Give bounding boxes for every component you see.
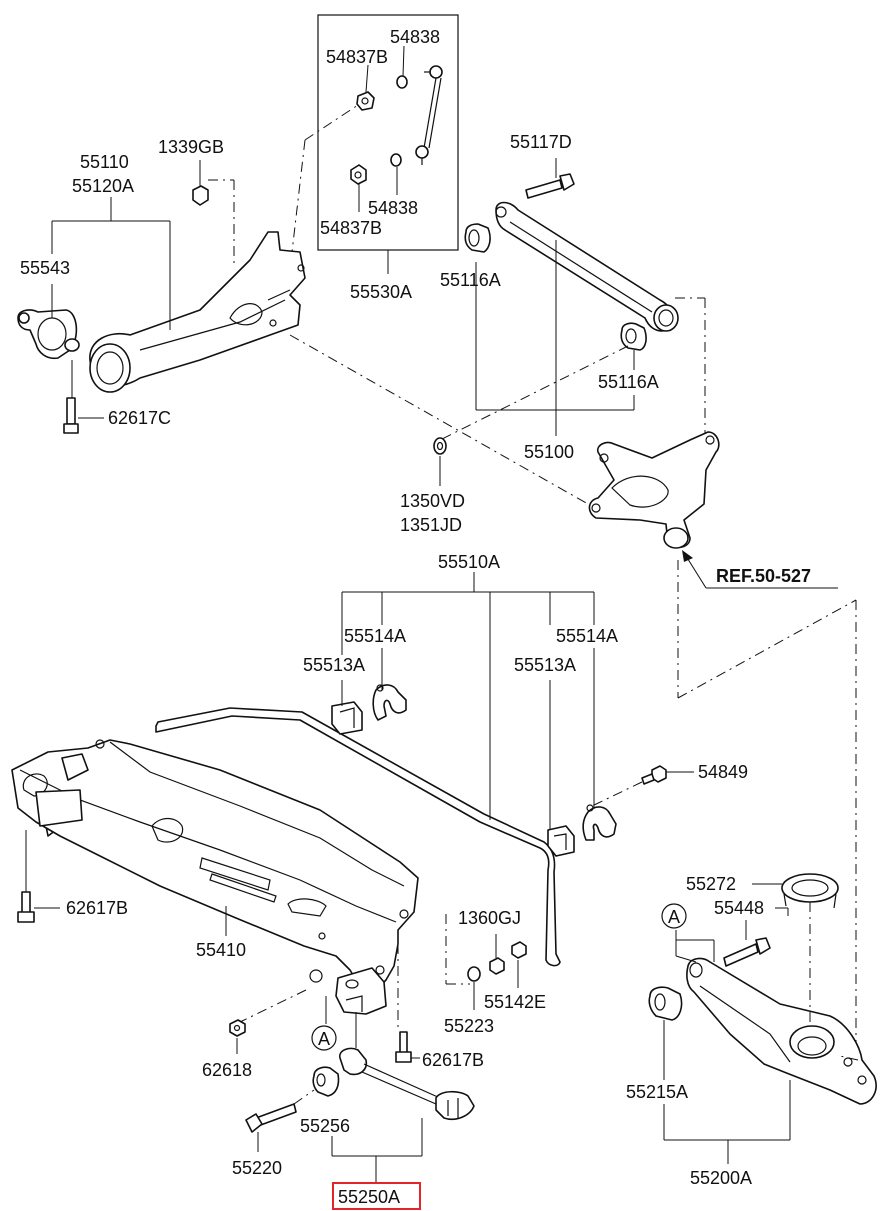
label-55513a-left[interactable]: 55513A	[303, 655, 365, 675]
ref-arrow	[677, 550, 857, 1060]
label-62617b-right[interactable]: 62617B	[422, 1050, 484, 1070]
bolt-1339gb-part[interactable]	[192, 185, 209, 206]
crossmember-leaders	[25, 830, 470, 1032]
bracket-lower-part[interactable]	[335, 967, 387, 1015]
link-leaders	[257, 1012, 423, 1182]
bolt-55117d-part[interactable]	[525, 173, 575, 199]
label-55250a[interactable]: 55250A	[338, 1187, 400, 1207]
label-1350vd[interactable]: 1350VD	[400, 491, 465, 511]
label-55448[interactable]: 55448	[714, 898, 764, 918]
label-55514a-right[interactable]: 55514A	[556, 626, 618, 646]
label-54837b-top[interactable]: 54837B	[326, 47, 388, 67]
trailing-arm-leaders	[51, 104, 596, 509]
label-55110[interactable]: 55110	[80, 152, 129, 172]
bracket-55514a-right-part[interactable]	[582, 804, 617, 841]
label-54838-top[interactable]: 54838	[390, 27, 440, 47]
part-number-labels: 54838 54837B 54838 54837B 55530A 1339GB …	[20, 27, 811, 1210]
label-1339gb[interactable]: 1339GB	[158, 137, 224, 157]
washer-54838-top-part[interactable]	[396, 75, 408, 89]
label-54849[interactable]: 54849	[698, 762, 748, 782]
svg-text:A: A	[668, 907, 680, 927]
bushing-55116a-bottom-part[interactable]	[620, 322, 647, 351]
trailing-arm-part[interactable]	[89, 231, 306, 393]
washer-1350vd-part[interactable]	[433, 437, 447, 486]
bushing-55215a-part[interactable]	[648, 986, 683, 1021]
label-55223[interactable]: 55223	[444, 1016, 494, 1036]
label-55200a[interactable]: 55200A	[690, 1168, 752, 1188]
nut-55142e-part[interactable]	[511, 941, 527, 988]
nut-54837b-top-part[interactable]	[356, 91, 375, 111]
knuckle-ref-part[interactable]	[588, 431, 720, 549]
label-ref-50-527[interactable]: REF.50-527	[716, 566, 811, 586]
stabilizer-link-part[interactable]	[415, 65, 443, 165]
link-55250a-part[interactable]	[339, 1047, 475, 1121]
label-62617b-left[interactable]: 62617B	[66, 898, 128, 918]
label-55513a-right[interactable]: 55513A	[514, 655, 576, 675]
lateral-arm-55100-part[interactable]	[495, 201, 679, 332]
washer-55223-part[interactable]	[467, 966, 481, 1010]
svg-text:A: A	[318, 1029, 330, 1049]
label-54837b-bottom[interactable]: 54837B	[320, 218, 382, 238]
label-55120a[interactable]: 55120A	[72, 176, 134, 196]
label-55256[interactable]: 55256	[300, 1116, 350, 1136]
bolt-55220-part[interactable]	[245, 1103, 297, 1133]
bracket-55514a-left-part[interactable]	[372, 684, 407, 721]
nut-1360gj-part[interactable]	[489, 934, 505, 975]
bushing-55513a-right-part[interactable]	[547, 825, 575, 857]
marker-a-left: A	[311, 1025, 337, 1051]
bushing-55513a-left-part[interactable]	[331, 701, 363, 735]
bushing-55543-part[interactable]	[17, 309, 80, 360]
lower-arm-55200a-part[interactable]	[686, 957, 877, 1105]
label-55117d[interactable]: 55117D	[510, 132, 572, 152]
lower-arm-leaders	[663, 883, 859, 1164]
label-1351jd[interactable]: 1351JD	[400, 515, 462, 535]
bolt-62617b-left-part[interactable]	[17, 891, 35, 923]
label-55272[interactable]: 55272	[686, 874, 736, 894]
label-55514a-left[interactable]: 55514A	[344, 626, 406, 646]
label-55220[interactable]: 55220	[232, 1158, 282, 1178]
bushing-55256-part[interactable]	[312, 1066, 340, 1097]
highlight-55250a	[332, 1182, 421, 1210]
label-62618[interactable]: 62618	[202, 1060, 252, 1080]
label-55100[interactable]: 55100	[524, 442, 574, 462]
label-55142e[interactable]: 55142E	[484, 992, 546, 1012]
bushing-55116a-top-part[interactable]	[464, 223, 491, 253]
label-55116a-bottom[interactable]: 55116A	[598, 372, 659, 392]
washer-54838-bottom-part[interactable]	[390, 153, 402, 167]
marker-a-right: A	[661, 903, 687, 929]
label-55530a[interactable]: 55530A	[350, 282, 412, 302]
bolt-54849-part[interactable]	[641, 765, 667, 785]
nut-54837b-bottom-part[interactable]	[350, 164, 367, 185]
lateral-arm-leaders	[439, 158, 706, 441]
label-55116a-top[interactable]: 55116A	[440, 270, 501, 290]
stabilizer-leaders	[341, 572, 694, 830]
label-55543[interactable]: 55543	[20, 258, 70, 278]
bolt-62617c-part[interactable]	[63, 397, 79, 434]
label-55510a[interactable]: 55510A	[438, 552, 500, 572]
label-55410[interactable]: 55410	[196, 940, 246, 960]
label-55215a[interactable]: 55215A	[626, 1082, 688, 1102]
stabilizer-link-box	[317, 14, 459, 274]
label-54838-bottom[interactable]: 54838	[368, 198, 418, 218]
label-1360gj[interactable]: 1360GJ	[458, 908, 521, 928]
bolt-62617b-right-part[interactable]	[395, 1031, 420, 1063]
label-62617c[interactable]: 62617C	[108, 408, 171, 428]
spring-seat-55272-part[interactable]	[781, 873, 839, 909]
crossmember-55410-part[interactable]	[11, 739, 419, 995]
bolt-55448-part[interactable]	[723, 937, 771, 967]
nut-62618-part[interactable]	[229, 1019, 246, 1054]
